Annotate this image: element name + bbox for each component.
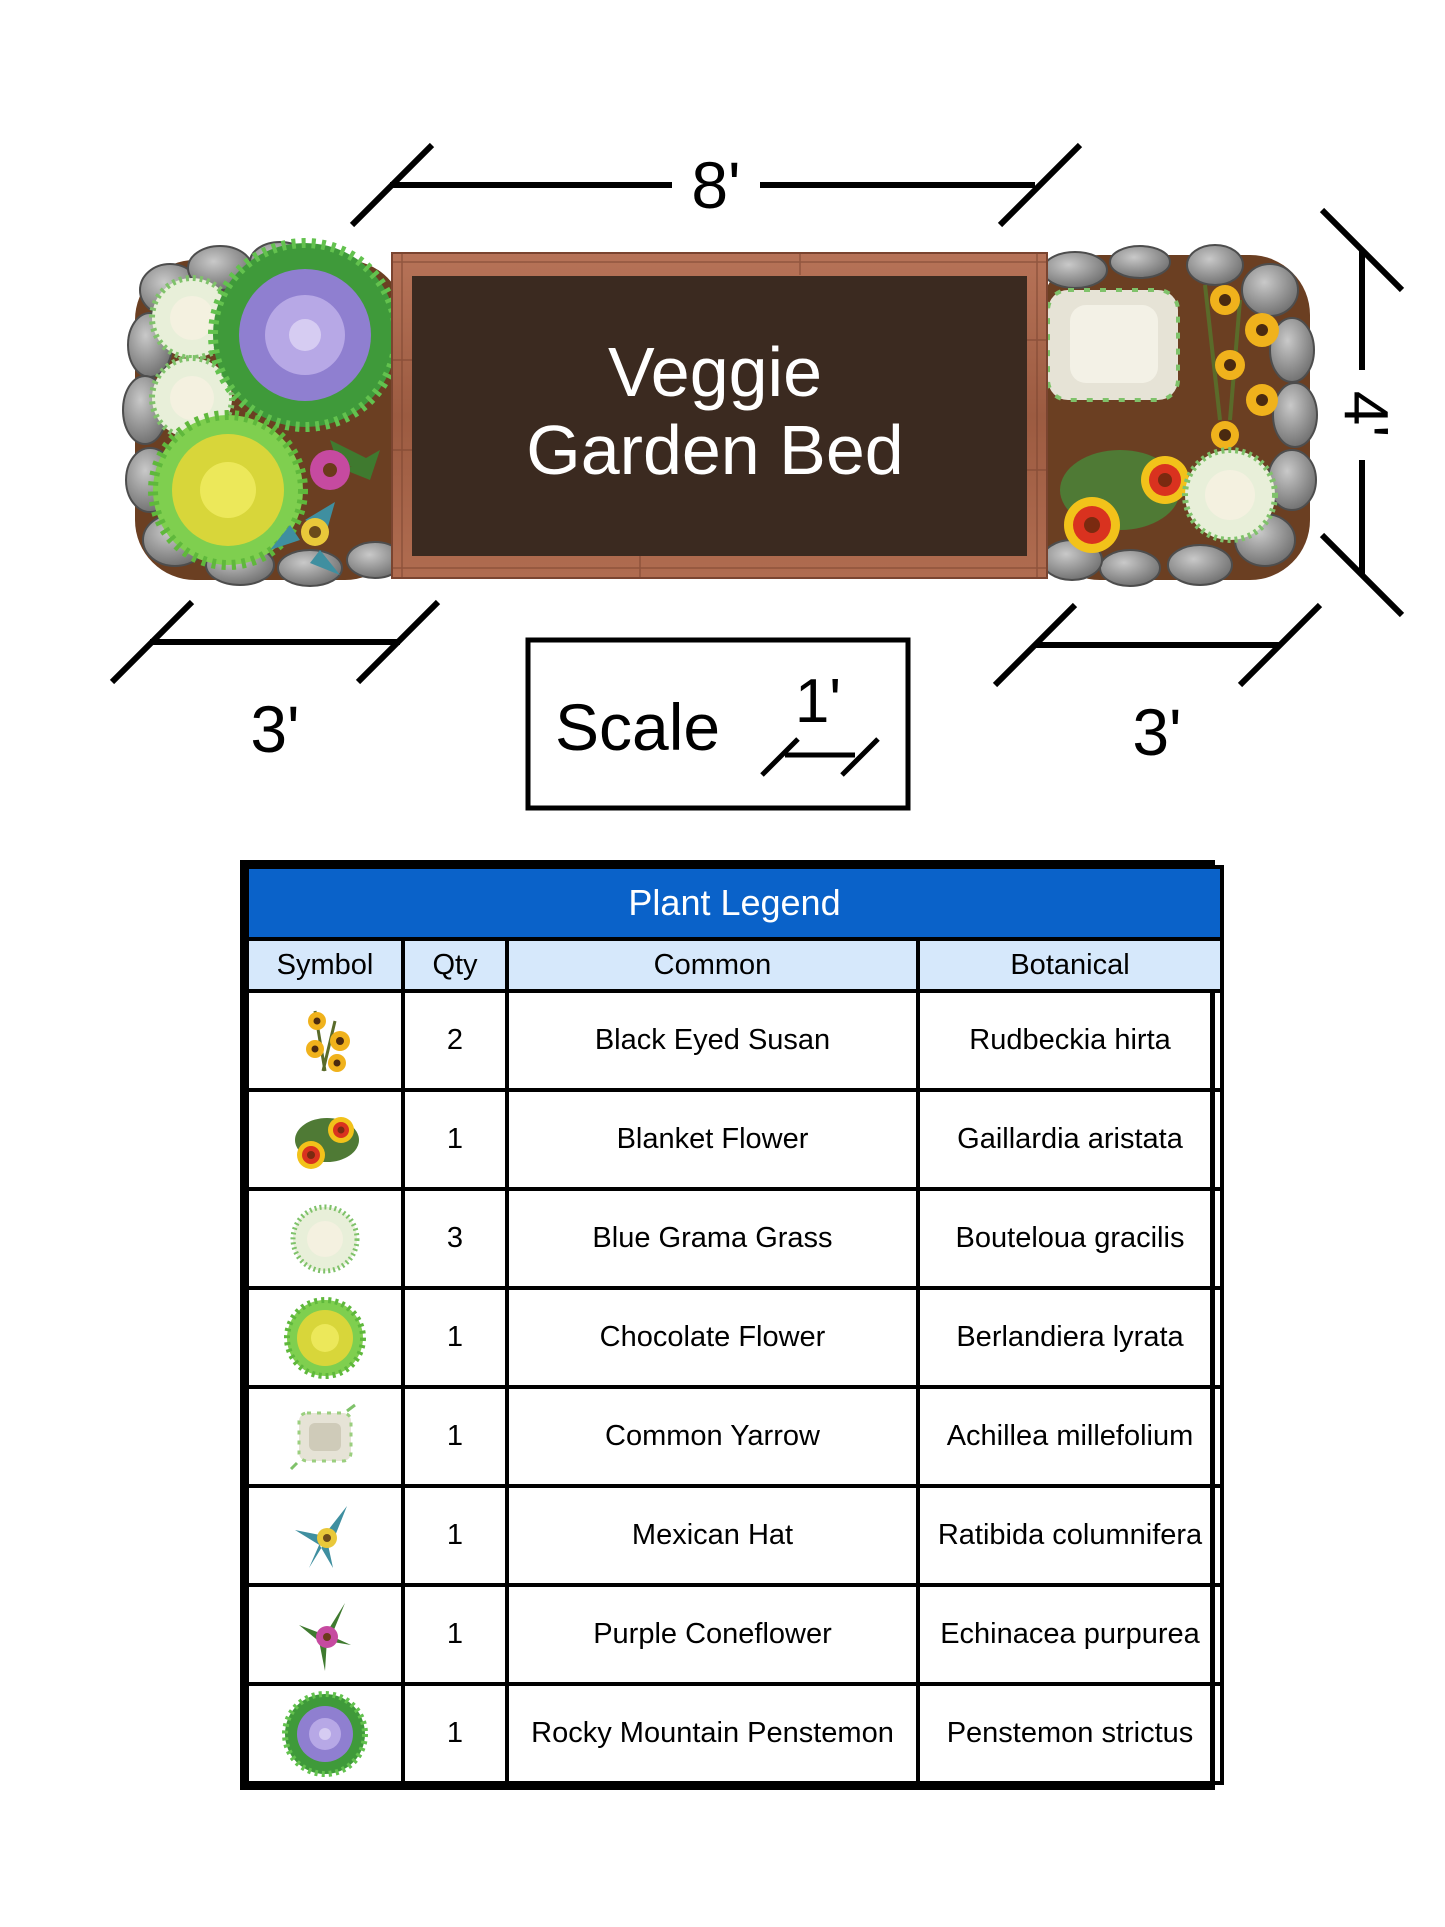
qty-cell: 3	[401, 1187, 509, 1290]
table-row: 1 Blanket Flower Gaillardia aristata	[245, 1088, 1224, 1191]
botanical-name-cell: Penstemon strictus	[916, 1682, 1224, 1785]
dimension-bottom-left-label: 3'	[250, 692, 299, 766]
chocolate-flower-plant	[148, 410, 308, 570]
scale-value: 1'	[795, 667, 841, 736]
qty-cell: 1	[401, 1484, 509, 1587]
table-row: 3 Blue Grama Grass Bouteloua gracilis	[245, 1187, 1224, 1290]
symbol-cell	[245, 1088, 405, 1191]
qty-cell: 2	[401, 989, 509, 1092]
common-yarrow-icon	[289, 1403, 356, 1470]
blue-grama-grass-icon	[290, 1204, 360, 1273]
header-common: Common	[505, 937, 920, 993]
botanical-name-cell: Berlandiera lyrata	[916, 1286, 1224, 1389]
chocolate-flower-icon	[284, 1296, 366, 1379]
bed-title-line2: Garden Bed	[526, 411, 903, 489]
rocky-mountain-penstemon-plant	[208, 238, 402, 432]
table-row: 1 Chocolate Flower Berlandiera lyrata	[245, 1286, 1224, 1389]
common-yarrow-plant	[1046, 288, 1180, 402]
bed-title-line1: Veggie	[608, 333, 822, 411]
common-name-cell: Chocolate Flower	[505, 1286, 920, 1389]
purple-coneflower-icon	[299, 1602, 351, 1671]
table-row: 1 Purple Coneflower Echinacea purpurea	[245, 1583, 1224, 1686]
rocky-mountain-penstemon-icon	[282, 1690, 368, 1777]
mexican-hat-icon	[295, 1505, 347, 1568]
qty-cell: 1	[401, 1385, 509, 1488]
black-eyed-susan-icon	[306, 1010, 350, 1072]
symbol-cell	[245, 1682, 405, 1785]
qty-cell: 1	[401, 1583, 509, 1686]
plant-legend-table: Plant Legend Symbol Qty Common Botanical…	[245, 865, 1224, 1785]
table-row: 2 Black Eyed Susan Rudbeckia hirta	[245, 989, 1224, 1092]
plant-legend: Plant Legend Symbol Qty Common Botanical…	[240, 860, 1224, 1790]
symbol-cell	[245, 1187, 405, 1290]
dimension-top-label: 8'	[691, 148, 740, 222]
botanical-name-cell: Achillea millefolium	[916, 1385, 1224, 1488]
garden-plan: 8' 4' 3' 3' Scale 1'	[109, 142, 1405, 811]
table-row: 1 Rocky Mountain Penstemon Penstemon str…	[245, 1682, 1224, 1785]
botanical-name-cell: Ratibida columnifera	[916, 1484, 1224, 1587]
legend-title: Plant Legend	[245, 865, 1224, 941]
blanket-flower-plant	[1060, 450, 1189, 553]
table-row: 1 Mexican Hat Ratibida columnifera	[245, 1484, 1224, 1587]
left-planting-area	[122, 238, 405, 587]
botanical-name-cell: Rudbeckia hirta	[916, 989, 1224, 1092]
mexican-hat-plant	[270, 502, 340, 575]
common-name-cell: Common Yarrow	[505, 1385, 920, 1488]
dimension-bottom-right	[992, 602, 1323, 688]
scale-label: Scale	[555, 690, 720, 764]
blue-grama-grass-plant	[1182, 447, 1278, 543]
header-qty: Qty	[401, 937, 509, 993]
common-name-cell: Rocky Mountain Penstemon	[505, 1682, 920, 1785]
purple-coneflower-plant	[310, 440, 380, 490]
common-name-cell: Blue Grama Grass	[505, 1187, 920, 1290]
blanket-flower-icon	[295, 1116, 359, 1169]
botanical-name-cell: Echinacea purpurea	[916, 1583, 1224, 1686]
common-name-cell: Mexican Hat	[505, 1484, 920, 1587]
header-botanical: Botanical	[916, 937, 1224, 993]
symbol-cell	[245, 989, 405, 1092]
symbol-cell	[245, 1286, 405, 1389]
right-planting-area	[1040, 244, 1318, 587]
botanical-name-cell: Gaillardia aristata	[916, 1088, 1224, 1191]
common-name-cell: Blanket Flower	[505, 1088, 920, 1191]
symbol-cell	[245, 1484, 405, 1587]
botanical-name-cell: Bouteloua gracilis	[916, 1187, 1224, 1290]
symbol-cell	[245, 1583, 405, 1686]
dimension-right-label: 4'	[1331, 391, 1400, 437]
qty-cell: 1	[401, 1088, 509, 1191]
table-row: 1 Common Yarrow Achillea millefolium	[245, 1385, 1224, 1488]
dimension-bottom-left	[109, 599, 441, 685]
qty-cell: 1	[401, 1286, 509, 1389]
qty-cell: 1	[401, 1682, 509, 1785]
symbol-cell	[245, 1385, 405, 1488]
common-name-cell: Purple Coneflower	[505, 1583, 920, 1686]
common-name-cell: Black Eyed Susan	[505, 989, 920, 1092]
scale-box: Scale 1'	[525, 637, 911, 811]
raised-bed: Veggie Garden Bed	[391, 252, 1048, 579]
black-eyed-susan-plant	[1203, 284, 1279, 449]
header-symbol: Symbol	[245, 937, 405, 993]
dimension-bottom-right-label: 3'	[1132, 695, 1181, 769]
